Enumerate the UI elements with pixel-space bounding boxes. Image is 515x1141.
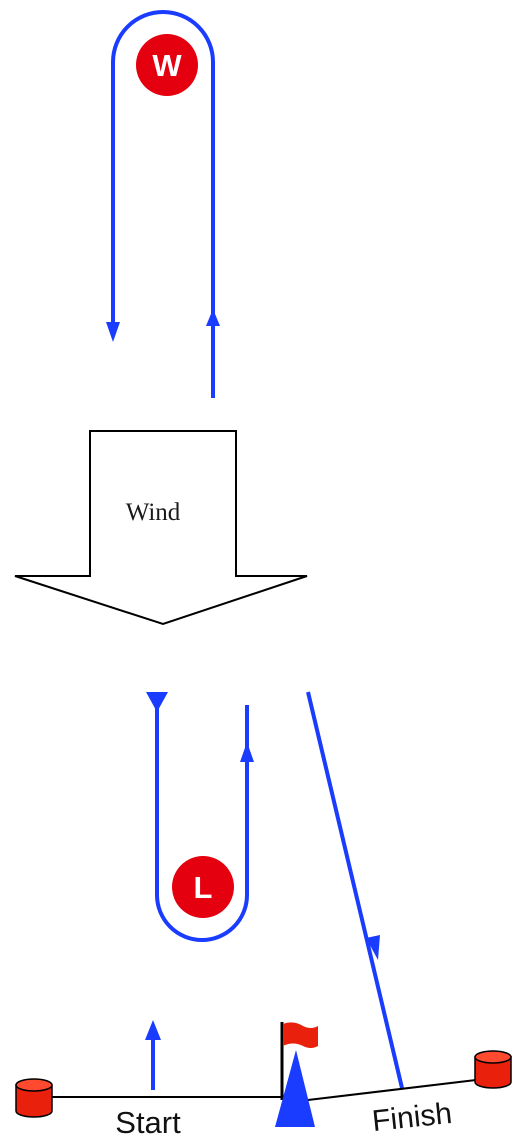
leeward-mark: L [172, 856, 234, 918]
wind-arrow-icon [14, 430, 308, 626]
finish-buoy [474, 1050, 512, 1089]
windward-up-arrowhead [206, 309, 220, 326]
finish-leg-line [306, 691, 404, 1089]
finish-buoy-top [474, 1050, 512, 1064]
pin-buoy-top [15, 1078, 53, 1092]
start-leg [145, 1020, 161, 1090]
wind-label: Wind [126, 499, 181, 526]
finish-leg-arrowhead [366, 935, 380, 960]
leeward-down-arrowhead [146, 692, 168, 712]
finish-leg [306, 691, 404, 1089]
leeward-mark-icon [172, 856, 234, 918]
leeward-loop-path [155, 700, 249, 942]
wind-arrow: Wind [14, 430, 308, 626]
windward-mark-letter: W [152, 48, 182, 83]
committee-boat [275, 1022, 318, 1127]
windward-loop-path [111, 10, 215, 398]
pin-buoy [15, 1078, 53, 1118]
finish-buoy-icon [474, 1056, 512, 1089]
finish-line [307, 1079, 477, 1101]
windward-mark-icon [136, 34, 198, 96]
leeward-mark-letter: L [194, 870, 213, 905]
windward-down-arrowhead [106, 322, 120, 342]
leeward-up-arrowhead [240, 742, 254, 762]
pin-buoy-icon [15, 1084, 53, 1118]
finish-label: Finish [371, 1097, 454, 1138]
windward-leg [111, 10, 215, 398]
windward-mark: W [136, 34, 198, 96]
start-leg-arrowhead [145, 1020, 161, 1040]
committee-boat-icon [275, 1050, 315, 1127]
leeward-leg [155, 700, 249, 942]
committee-flag-icon [283, 1022, 318, 1048]
start-label: Start [115, 1105, 181, 1140]
